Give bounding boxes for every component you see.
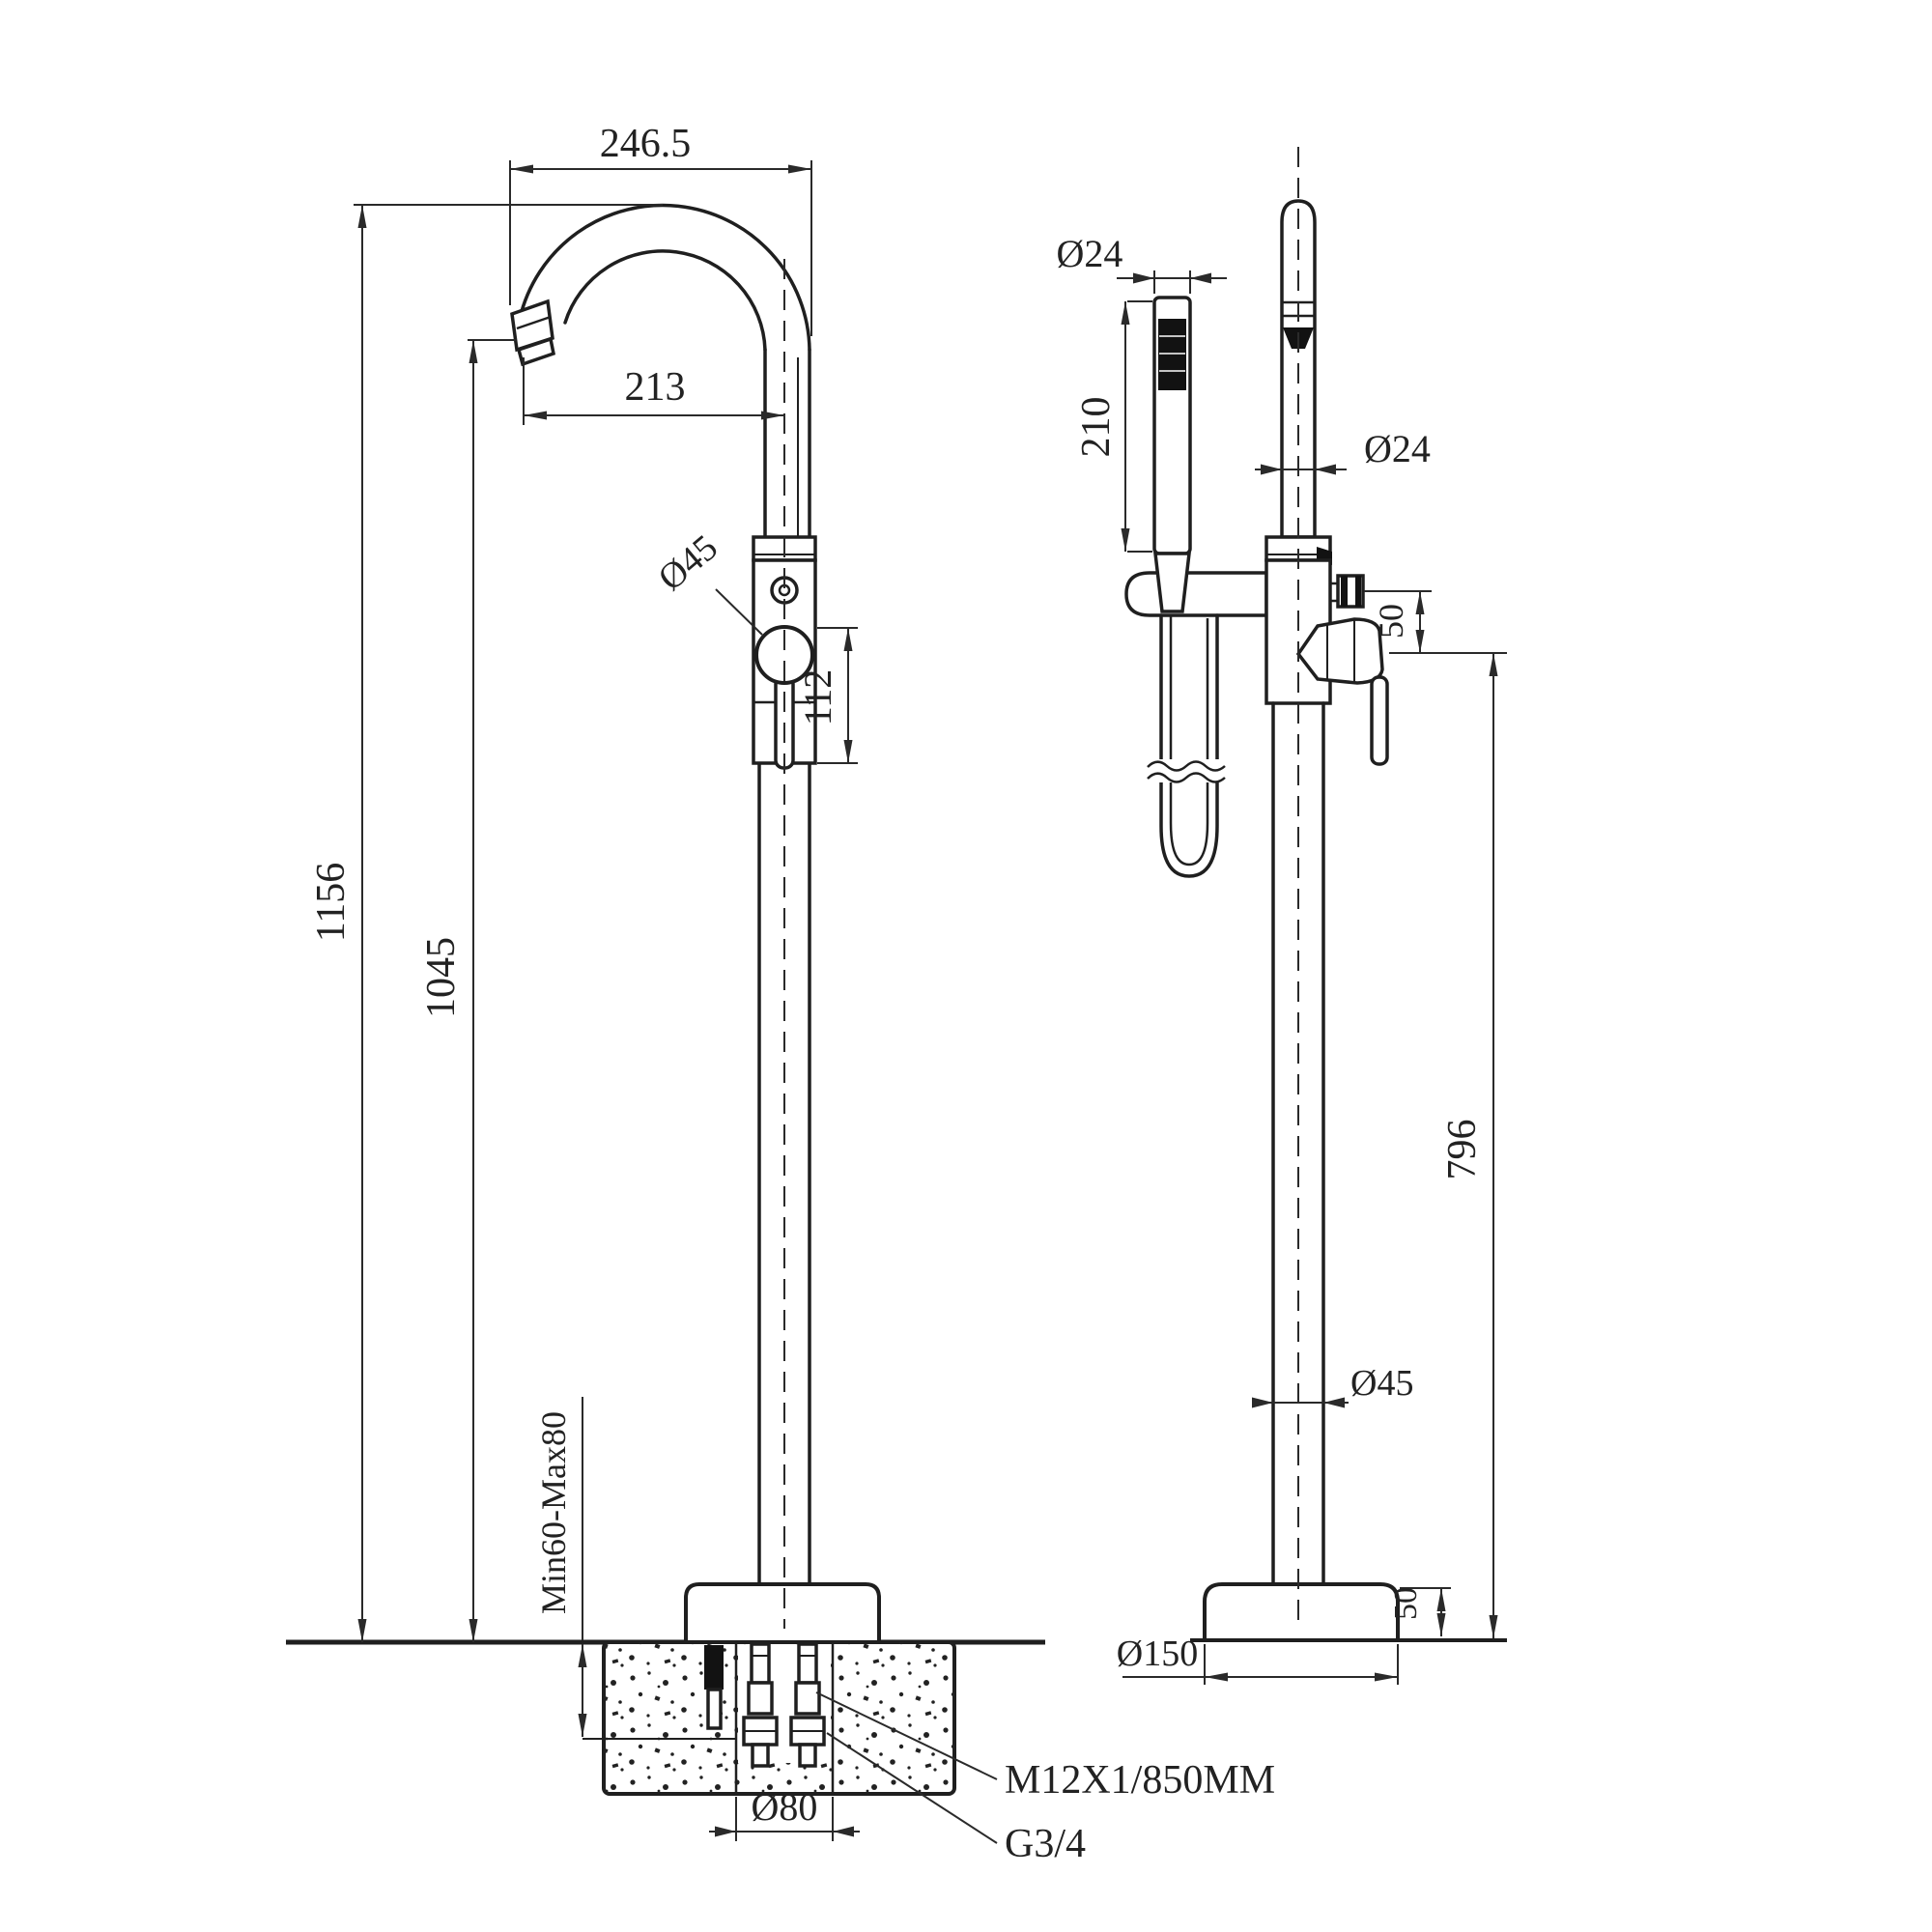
- base-plate-side: [1203, 1582, 1400, 1642]
- dim-spout-height-label: 1045: [419, 937, 464, 1018]
- dim-riser-diameter: Ø24: [1255, 427, 1431, 475]
- dim-outlet-height: 796: [1440, 653, 1498, 1638]
- dim-valve-height-label: 112: [796, 669, 839, 726]
- dim-overall-reach-label: 246.5: [600, 122, 692, 166]
- dim-install-depth-label: Min60-Max80: [534, 1411, 573, 1614]
- dim-handshower-diameter: Ø24: [1057, 232, 1227, 294]
- shower-hose: [1147, 613, 1227, 878]
- dim-valve-height: 112: [796, 627, 858, 764]
- dim-spout-reach: 213: [523, 357, 784, 425]
- dim-base-height-label: 50: [1388, 1587, 1424, 1620]
- handshower-wand: [1152, 296, 1192, 555]
- dim-anchor-hole: Ø80: [709, 1785, 860, 1841]
- dim-column-diameter: Ø45: [1252, 1363, 1413, 1408]
- side-view: Ø24 210 Ø24 50 796: [1057, 147, 1507, 1685]
- front-view: 246.5 213 1156 1045 Ø45 112: [286, 122, 1275, 1866]
- anchor-bolt-left: [742, 1642, 779, 1768]
- dim-handshower-length: 210: [1074, 300, 1152, 553]
- dim-outlet-height-label: 796: [1440, 1120, 1485, 1180]
- dim-riser-diameter-label: Ø24: [1364, 427, 1431, 470]
- dim-valve-diameter: Ø45: [651, 527, 763, 636]
- dim-install-depth: Min60-Max80: [534, 1397, 587, 1737]
- dim-base-diameter: Ø150: [1117, 1634, 1399, 1685]
- diverter-knob: [1330, 574, 1365, 609]
- column-side: [1271, 701, 1325, 1586]
- column-front: [757, 761, 811, 1586]
- dim-total-height: 1156: [309, 204, 663, 1642]
- gooseneck-spout: [518, 203, 811, 539]
- callout-bolt-spec-label: M12X1/850MM: [1005, 1758, 1275, 1803]
- dim-handshower-length-label: 210: [1074, 397, 1119, 458]
- hose-break-symbol: [1147, 760, 1226, 783]
- dim-base-diameter-label: Ø150: [1117, 1634, 1198, 1674]
- handshower-handle-cone: [1153, 552, 1191, 613]
- dim-spout-height: 1045: [419, 339, 516, 1642]
- callout-bolt-spec: M12X1/850MM: [815, 1691, 1275, 1803]
- dim-total-height-label: 1156: [309, 863, 354, 942]
- handle-hub-front: [754, 625, 814, 685]
- base-plate-front: [684, 1582, 881, 1644]
- handshower-holder-arm: [1124, 571, 1268, 617]
- dim-handshower-diameter-label: Ø24: [1057, 232, 1123, 275]
- spout-aerator: [510, 298, 556, 367]
- mixer-handle: [1295, 617, 1389, 766]
- dim-overall-reach: 246.5: [509, 122, 812, 336]
- dim-spout-reach-label: 213: [625, 365, 686, 410]
- concrete-foundation: [582, 1640, 956, 1796]
- callout-inlet-connection: G3/4: [826, 1732, 1086, 1866]
- dim-valve-diameter-label: Ø45: [651, 527, 725, 599]
- handle-lever-side: [1370, 675, 1389, 766]
- callout-inlet-connection-label: G3/4: [1005, 1822, 1086, 1866]
- anchor-sleeve: [704, 1645, 724, 1730]
- dim-handle-offset: 50: [1364, 590, 1507, 654]
- dim-base-height: 50: [1388, 1587, 1451, 1636]
- dim-anchor-hole-label: Ø80: [752, 1785, 818, 1829]
- dim-handle-offset-label: 50: [1372, 604, 1410, 639]
- dim-column-diameter-label: Ø45: [1350, 1363, 1413, 1404]
- anchor-bolt-right: [789, 1642, 826, 1768]
